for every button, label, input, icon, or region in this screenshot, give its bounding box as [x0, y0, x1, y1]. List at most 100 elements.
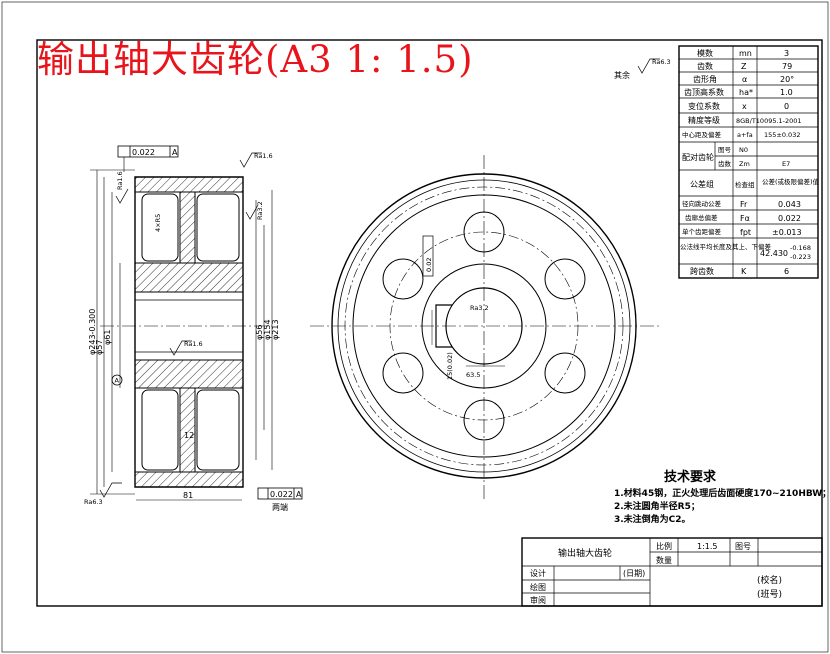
svg-text:齿顶高系数: 齿顶高系数: [684, 87, 724, 97]
svg-text:Z: Z: [741, 62, 747, 71]
part-name: 输出轴大齿轮: [558, 547, 612, 559]
dim-web-dia1: φ154: [263, 319, 272, 340]
svg-text:E7: E7: [782, 160, 790, 168]
svg-text:x: x: [742, 102, 747, 111]
svg-text:fpt: fpt: [740, 228, 751, 237]
svg-text:-0.223: -0.223: [790, 253, 811, 261]
svg-text:α: α: [742, 75, 747, 84]
dim-side-small: 4×R5: [154, 214, 162, 232]
svg-text:图号: 图号: [718, 146, 732, 154]
svg-text:15(0.02): 15(0.02): [446, 352, 454, 380]
svg-text:a+fa: a+fa: [737, 131, 753, 139]
tolerance-frame-bottom: 0.022 A 两端: [257, 487, 303, 512]
dim-key-depth: 63.5: [466, 371, 480, 379]
svg-text:-0.168: -0.168: [790, 244, 811, 252]
svg-text:齿数: 齿数: [718, 159, 732, 168]
svg-text:1.0: 1.0: [780, 88, 793, 97]
svg-text:齿数: 齿数: [697, 61, 713, 71]
tech-requirements: 技术要求 1.材料45钢，正火处理后齿面硬度170~210HBW； 2.未注圆角…: [614, 469, 830, 525]
hatch-web-top: [179, 191, 196, 264]
svg-text:Ra1.6: Ra1.6: [184, 340, 203, 348]
dim-bore-dia: φ56: [255, 325, 264, 340]
svg-text:A: A: [296, 490, 302, 499]
tech-item-3: 3.未注倒角为C2。: [614, 513, 691, 525]
roughness-symbols: Ra1.6 Ra1.6 Ra3.2 Ra1.6 Ra6.3 Ra6.3 其余: [84, 58, 671, 506]
overlay-title: 输出轴大齿轮(A3 1: 1.5): [37, 38, 474, 81]
svg-text:径向跳动公差: 径向跳动公差: [682, 199, 722, 208]
svg-text:Ra3.2: Ra3.2: [256, 201, 264, 220]
svg-text:155±0.032: 155±0.032: [764, 131, 800, 139]
svg-text:Ra1.6: Ra1.6: [254, 152, 273, 160]
svg-text:79: 79: [782, 62, 792, 71]
svg-text:Zm: Zm: [739, 160, 750, 168]
dim-root-dia: φ57: [95, 340, 104, 355]
svg-text:K: K: [741, 267, 747, 276]
svg-text:比例: 比例: [656, 541, 672, 551]
svg-text:1:1.5: 1:1.5: [697, 542, 718, 551]
svg-text:Ra3.2: Ra3.2: [470, 304, 489, 312]
roughness-top-right: Ra6.3: [652, 58, 671, 66]
svg-text:Fr: Fr: [740, 200, 748, 209]
tech-item-1: 1.材料45钢，正火处理后齿面硬度170~210HBW；: [614, 487, 830, 499]
svg-text:6: 6: [784, 267, 789, 276]
svg-text:单个齿距偏差: 单个齿距偏差: [682, 227, 722, 236]
svg-text:(日期): (日期): [623, 569, 645, 578]
svg-text:Fα: Fα: [740, 214, 750, 223]
svg-text:公法线平均长度及其上、下偏差: 公法线平均长度及其上、下偏差: [680, 242, 772, 251]
svg-text:变位系数: 变位系数: [688, 101, 720, 111]
svg-text:公差组: 公差组: [690, 179, 714, 189]
param-table: [678, 45, 819, 279]
svg-text:42.430: 42.430: [760, 249, 788, 258]
svg-text:0.022: 0.022: [778, 214, 801, 223]
section-view: φ243-0.300 φ57 φ61 φ56 φ154 φ213 81 12 4…: [88, 169, 280, 501]
svg-text:3: 3: [784, 49, 789, 58]
svg-text:精度等级: 精度等级: [688, 115, 720, 125]
bottom-note: 两端: [272, 502, 288, 512]
school-name: (校名): [757, 574, 782, 586]
roughness-rest-label: 其余: [614, 70, 630, 80]
tech-item-2: 2.未注圆角半径R5；: [614, 500, 700, 512]
datum-mark: A: [115, 377, 120, 385]
tech-heading: 技术要求: [664, 469, 717, 485]
tolerance-frame-top: 0.022 A: [117, 145, 179, 172]
dim-web-dia2: φ213: [271, 319, 280, 340]
title-block-text: 输出轴大齿轮 比例 1:1.5 图号 数量 设计 (日期) 绘图 审阅 (校名)…: [530, 541, 782, 605]
front-view: [310, 155, 660, 500]
svg-text:0.022: 0.022: [270, 490, 293, 499]
svg-text:齿形角: 齿形角: [693, 74, 717, 84]
svg-text:0.022: 0.022: [132, 148, 155, 157]
svg-text:0.043: 0.043: [778, 200, 801, 209]
front-view-labels: 15(0.02) 63.5 Ra3.2 0.02: [422, 235, 489, 380]
hatch-rim-bottom: [134, 471, 244, 488]
svg-text:跨齿数: 跨齿数: [690, 266, 714, 276]
title-block: [521, 537, 823, 607]
inner-border: [36, 39, 823, 607]
svg-text:审阅: 审阅: [530, 595, 546, 605]
svg-text:20°: 20°: [780, 75, 794, 84]
svg-text:Ra1.6: Ra1.6: [116, 171, 124, 190]
svg-text:ha*: ha*: [739, 88, 753, 97]
svg-text:图号: 图号: [735, 542, 751, 551]
svg-text:齿廓总偏差: 齿廓总偏差: [685, 213, 718, 222]
dim-tip-dia: φ243-0.300: [88, 309, 97, 355]
svg-text:A: A: [172, 148, 178, 157]
hatch-hub-top: [134, 262, 244, 293]
dim-width: 81: [183, 491, 193, 500]
hatch-hub-bottom: [134, 359, 244, 389]
svg-text:检查组: 检查组: [735, 180, 755, 189]
svg-text:公差(或极限偏差)值: 公差(或极限偏差)值: [762, 177, 820, 186]
svg-text:配对齿轮: 配对齿轮: [682, 152, 714, 162]
svg-text:中心距及偏差: 中心距及偏差: [682, 130, 722, 139]
svg-text:绘图: 绘图: [530, 582, 546, 592]
dim-hub-dia: φ61: [103, 330, 112, 345]
svg-text:N0: N0: [739, 146, 748, 154]
hatch-rim-top: [134, 176, 244, 193]
svg-text:0.02: 0.02: [425, 258, 433, 272]
hatch-web-bottom: [179, 387, 196, 473]
svg-text:Ra6.3: Ra6.3: [84, 498, 103, 506]
svg-text:0: 0: [784, 102, 789, 111]
svg-text:±0.013: ±0.013: [772, 228, 802, 237]
dim-web-thk: 12: [184, 431, 194, 440]
